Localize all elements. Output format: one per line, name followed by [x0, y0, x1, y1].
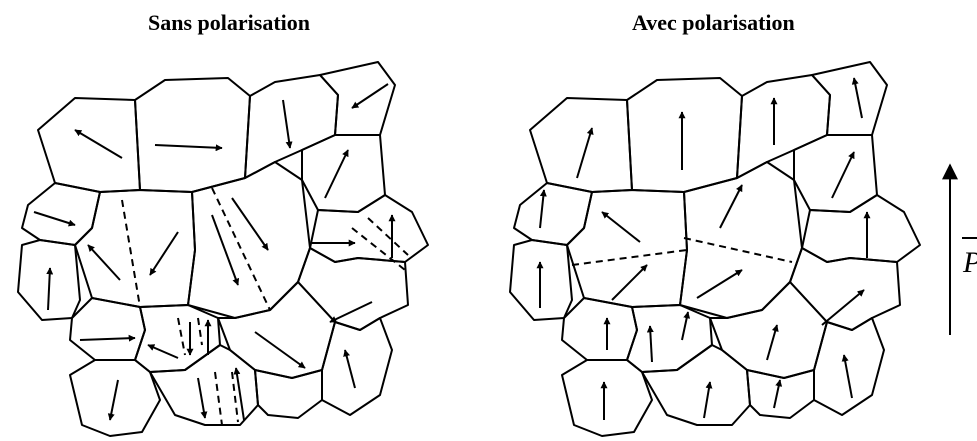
domain-walls: [121, 187, 409, 426]
field-label-p: P: [962, 246, 977, 279]
polarization-arrows-aligned: [536, 77, 871, 420]
polarization-field-vector: P: [942, 163, 977, 335]
title-sans-polarisation: Sans polarisation: [148, 10, 310, 35]
polarization-arrows-random: [33, 83, 396, 421]
grain-boundaries: [509, 61, 921, 437]
title-avec-polarisation: Avec polarisation: [632, 10, 795, 35]
panel-sans-polarisation: [17, 61, 429, 437]
domain-walls: [571, 237, 793, 266]
panel-avec-polarisation: [509, 61, 921, 437]
grain-boundaries: [17, 61, 429, 437]
